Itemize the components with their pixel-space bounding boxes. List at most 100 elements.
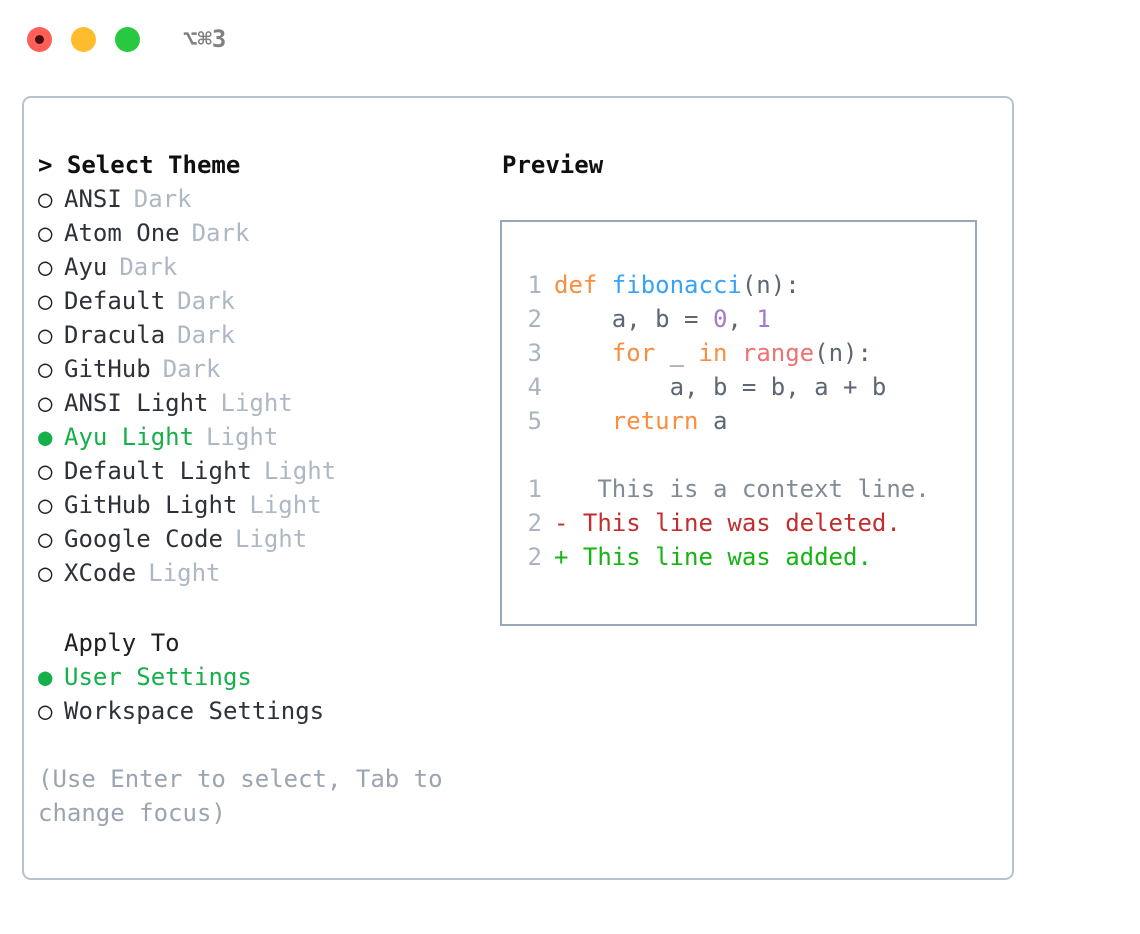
code-token-plain: , (727, 305, 757, 333)
theme-option-label: ANSI (64, 185, 122, 213)
diff-text: This line was added. (568, 543, 872, 571)
code-line: 4 a, b = b, a + b (520, 370, 975, 404)
diff-line-number: 1 (527, 475, 542, 503)
radio-unselected-icon: ○ (38, 185, 53, 213)
code-line: 2 a, b = 0, 1 (520, 302, 975, 336)
theme-option-label: Ayu Light (64, 423, 195, 451)
theme-option-atom-one[interactable]: ○ Atom One Dark (38, 216, 498, 250)
close-button[interactable] (27, 26, 52, 52)
radio-unselected-icon: ○ (38, 457, 53, 485)
window-controls (27, 26, 140, 52)
apply-to-option-label: Workspace Settings (64, 697, 325, 725)
theme-variant-badge: Dark (191, 219, 250, 247)
diff-line-context: 1 This is a context line. (520, 472, 975, 506)
code-line-number: 2 (527, 305, 542, 333)
code-line-number: 4 (527, 373, 542, 401)
theme-variant-badge: Light (220, 389, 293, 417)
code-token-keyword: for (611, 339, 656, 367)
apply-to-option-user-settings[interactable]: ● User Settings (38, 660, 498, 694)
apply-to-heading: Apply To (64, 629, 180, 657)
theme-option-label: GitHub (64, 355, 151, 383)
minimize-button[interactable] (71, 26, 96, 52)
theme-option-label: XCode (64, 559, 137, 587)
code-token-keyword: return (611, 407, 699, 435)
title-bar: ⌥⌘3 (0, 0, 1140, 78)
code-token-plain (554, 407, 612, 435)
diff-sample: 1 This is a context line. 2- This line wa… (520, 472, 975, 574)
theme-option-xcode[interactable]: ○ XCode Light (38, 556, 498, 590)
apply-to-list: ● User Settings ○ Workspace Settings (38, 660, 498, 728)
radio-unselected-icon: ○ (38, 491, 53, 519)
theme-option-github-light[interactable]: ○ GitHub Light Light (38, 488, 498, 522)
code-line: 3 for _ in range(n): (520, 336, 975, 370)
code-token-plain: a (698, 407, 728, 435)
theme-option-ansi-light[interactable]: ○ ANSI Light Light (38, 386, 498, 420)
preview-heading: Preview (502, 151, 604, 179)
radio-unselected-icon: ○ (38, 559, 53, 587)
select-theme-heading: > Select Theme (38, 151, 241, 179)
radio-selected-icon: ● (38, 663, 53, 691)
theme-option-label: GitHub Light (64, 491, 238, 519)
keyboard-hint-text: (Use Enter to select, Tab to change focu… (38, 765, 443, 827)
theme-option-default-light[interactable]: ○ Default Light Light (38, 454, 498, 488)
theme-option-label: Atom One (64, 219, 180, 247)
theme-variant-badge: Dark (119, 253, 178, 281)
code-token-number: 1 (756, 305, 771, 333)
theme-option-label: Default Light (64, 457, 252, 485)
maximize-button[interactable] (115, 26, 140, 52)
code-token-plain: a, b = (554, 305, 713, 333)
code-token-plain: _ (655, 339, 699, 367)
radio-unselected-icon: ○ (38, 253, 53, 281)
radio-unselected-icon: ○ (38, 389, 53, 417)
theme-variant-badge: Dark (177, 321, 235, 349)
code-token-builtin: range (741, 339, 815, 367)
radio-selected-icon: ● (38, 423, 53, 451)
theme-variant-badge: Light (206, 423, 279, 451)
diff-marker: + (554, 543, 569, 571)
code-diff-separator (520, 438, 975, 472)
diff-line-number: 2 (527, 509, 542, 537)
diff-text: This line was deleted. (568, 509, 901, 537)
apply-to-option-workspace-settings[interactable]: ○ Workspace Settings (38, 694, 498, 728)
theme-option-dracula[interactable]: ○ Dracula Dark (38, 318, 498, 352)
radio-unselected-icon: ○ (38, 697, 53, 725)
radio-unselected-icon: ○ (38, 525, 53, 553)
theme-option-label: Dracula (64, 321, 166, 349)
code-token-plain (554, 339, 612, 367)
code-token-number: 0 (712, 305, 728, 333)
theme-variant-badge: Dark (177, 287, 235, 315)
diff-marker (554, 475, 568, 503)
keyboard-shortcut-label: ⌥⌘3 (183, 25, 227, 53)
theme-option-label: ANSI Light (64, 389, 209, 417)
diff-marker: - (554, 509, 569, 537)
theme-option-github[interactable]: ○ GitHub Dark (38, 352, 498, 386)
radio-unselected-icon: ○ (38, 321, 53, 349)
radio-unselected-icon: ○ (38, 355, 53, 383)
code-line-number: 3 (527, 339, 542, 367)
theme-option-ayu-light[interactable]: ● Ayu Light Light (38, 420, 498, 454)
radio-unselected-icon: ○ (38, 219, 53, 247)
theme-variant-badge: Light (263, 457, 337, 485)
code-line-number: 5 (527, 407, 542, 435)
diff-line-number: 2 (527, 543, 542, 571)
code-line: 5 return a (520, 404, 975, 438)
code-token-plain: (n): (741, 271, 800, 299)
diff-text: This is a context line. (568, 475, 930, 503)
theme-variant-badge: Dark (162, 355, 221, 383)
theme-variant-badge: Light (148, 559, 221, 587)
apply-to-option-label: User Settings (64, 663, 252, 691)
theme-variant-badge: Light (249, 491, 322, 519)
code-token-plain (727, 339, 741, 367)
code-line-number: 1 (527, 271, 542, 299)
